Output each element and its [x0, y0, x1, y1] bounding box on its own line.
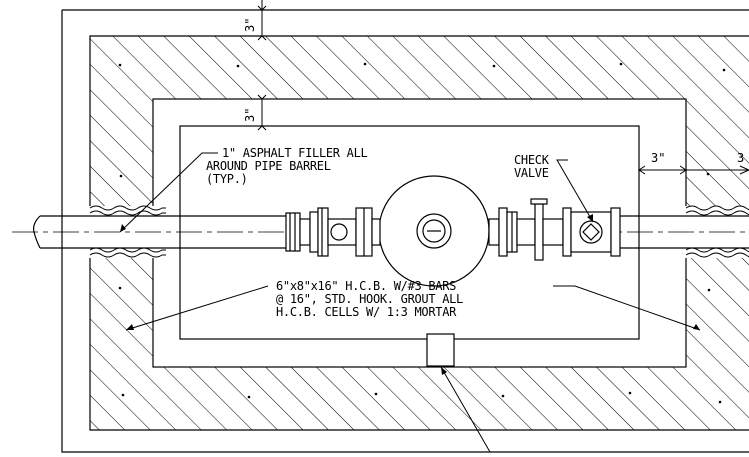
- concrete-aggregate-dots: [118, 62, 726, 404]
- leader-arrowheads: [120, 214, 700, 375]
- leader-lines: [119, 152, 701, 453]
- left-fittings: [285, 207, 381, 257]
- asphalt-filler-label-line3: (TYP.): [206, 172, 248, 186]
- block-note-line2: @ 16", STD. HOOK. GROUT ALL: [276, 292, 463, 306]
- dimension-marks: [257, 0, 749, 175]
- check-valve-label-line2: VALVE: [514, 166, 549, 180]
- dim-right-outer: 3: [737, 151, 744, 165]
- drain-box: [426, 333, 455, 367]
- outer-boundary-line: [61, 9, 749, 453]
- concrete-wall-hatch: [90, 36, 749, 430]
- asphalt-filler: [89, 205, 749, 258]
- dim-right-inner: 3": [651, 151, 665, 165]
- block-inner-line: [179, 125, 640, 340]
- block-note-line3: H.C.B. CELLS W/ 1:3 MORTAR: [276, 305, 457, 319]
- asphalt-filler-label-line2: AROUND PIPE BARREL: [206, 159, 331, 173]
- pipe: [33, 215, 749, 249]
- asphalt-filler-label-line1: 1" ASPHALT FILLER ALL: [222, 146, 367, 160]
- check-valve-label-line1: CHECK: [514, 153, 550, 167]
- dim-top-outer: 3": [243, 18, 257, 32]
- right-fittings: [488, 198, 621, 261]
- block-note-line1: 6"x8"x16" H.C.B. W/#3 BARS: [276, 279, 456, 293]
- dim-top-inner: 3": [243, 108, 257, 122]
